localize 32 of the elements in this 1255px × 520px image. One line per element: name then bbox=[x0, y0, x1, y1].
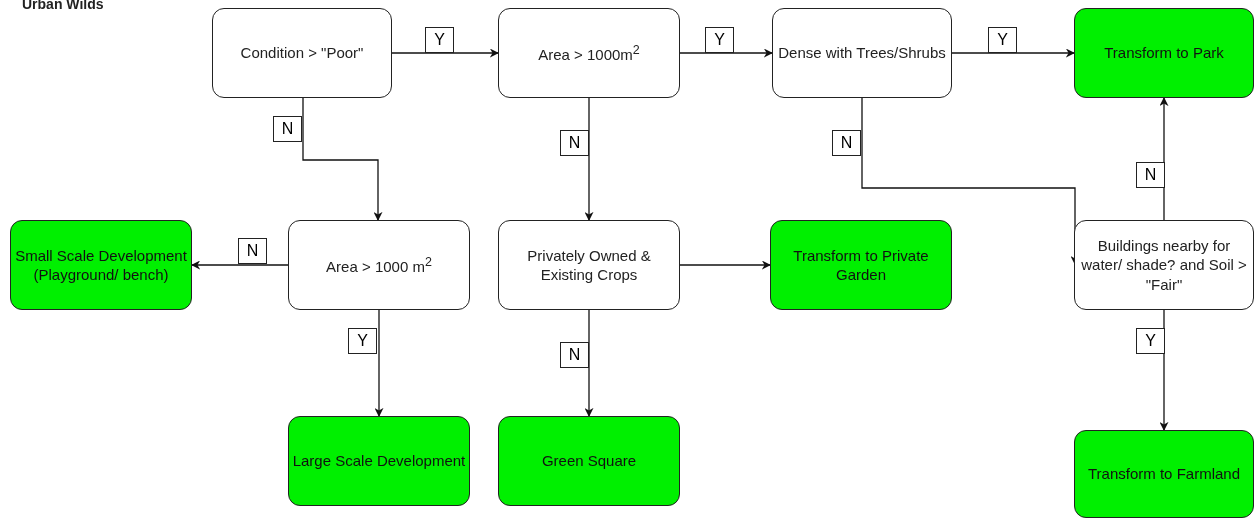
edge-label: N bbox=[238, 238, 267, 264]
decision-box: Area > 1000 m$^{2}$ bbox=[288, 220, 470, 310]
outcome-box: Large Scale Development bbox=[288, 416, 470, 506]
decision-box: Buildings nearby for water/ shade? and Soil > "Fair" bbox=[1074, 220, 1254, 310]
outcome-box: Transform to Park bbox=[1074, 8, 1254, 98]
decision-box: Privately Owned & Existing Crops bbox=[498, 220, 680, 310]
edge-label: Y bbox=[348, 328, 377, 354]
decision-box: Area > 1000m$^{2}$ bbox=[498, 8, 680, 98]
outcome-box: Green Square bbox=[498, 416, 680, 506]
edge-label: N bbox=[560, 342, 589, 368]
edge-label: N bbox=[560, 130, 589, 156]
outcome-box: Transform to Private Garden bbox=[770, 220, 952, 310]
edge-label: N bbox=[1136, 162, 1165, 188]
arrow bbox=[302, 97, 383, 221]
arrow bbox=[951, 48, 1075, 58]
edge-label: Y bbox=[425, 27, 454, 53]
decision-box: Condition > "Poor" bbox=[212, 8, 392, 98]
arrow bbox=[679, 260, 771, 270]
edge-label: N bbox=[832, 130, 861, 156]
edge-label: Y bbox=[1136, 328, 1165, 354]
edge-label: Y bbox=[988, 27, 1017, 53]
arrow bbox=[679, 48, 773, 58]
outcome-box: Small Scale Development (Playground/ bench) bbox=[10, 220, 192, 310]
decision-box: Dense with Trees/Shrubs bbox=[772, 8, 952, 98]
edge-label: N bbox=[273, 116, 302, 142]
arrow bbox=[584, 309, 594, 417]
arrow bbox=[374, 309, 384, 417]
arrow bbox=[584, 97, 594, 221]
arrow bbox=[191, 260, 289, 270]
arrow bbox=[391, 48, 499, 58]
edge-label: Y bbox=[705, 27, 734, 53]
outcome-box: Transform to Farmland bbox=[1074, 430, 1254, 518]
